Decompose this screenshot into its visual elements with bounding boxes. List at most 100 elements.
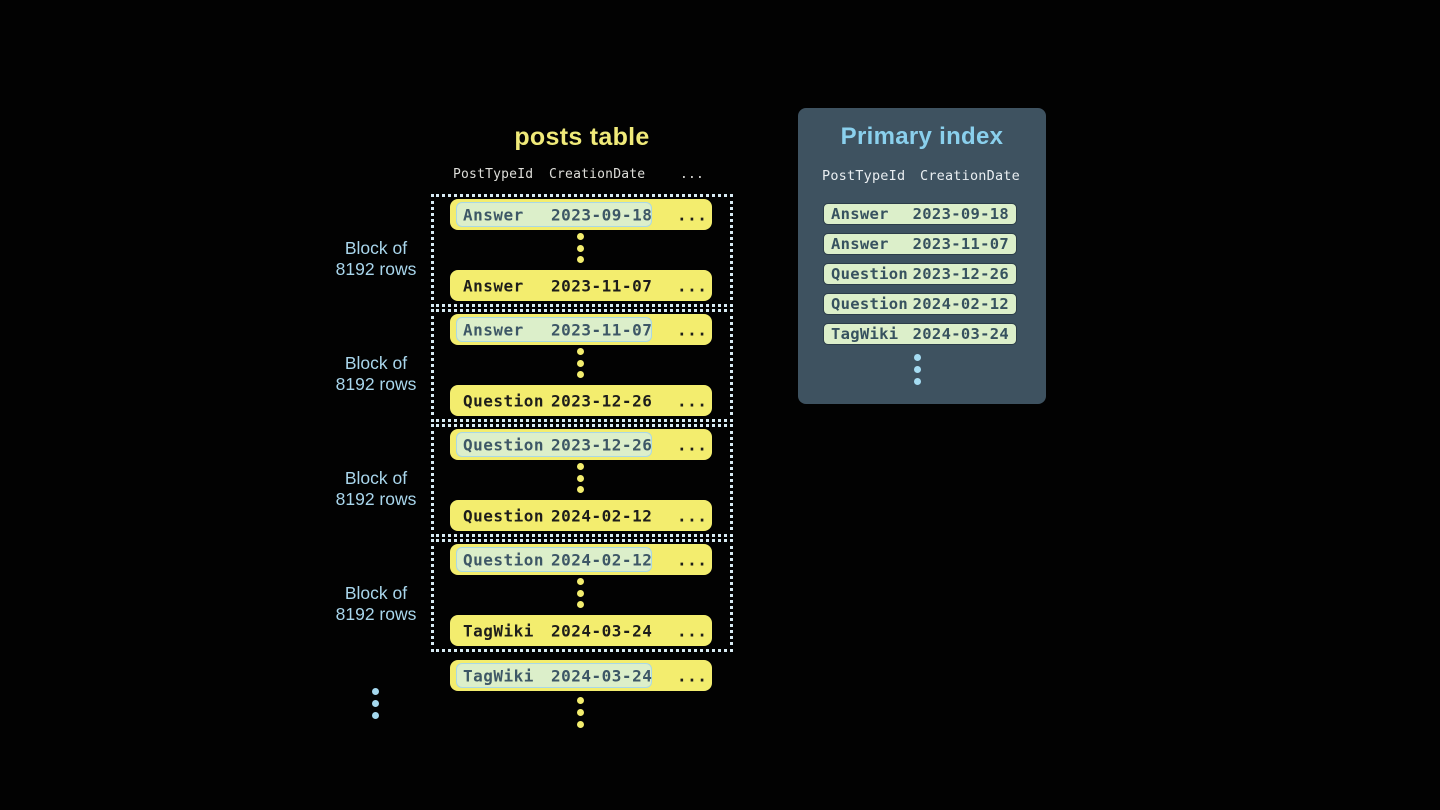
dot [577, 721, 584, 728]
row-post-type: Answer [463, 205, 524, 224]
row-ellipsis: ... [677, 391, 708, 410]
row-creation-date: 2024-02-12 [912, 295, 1009, 313]
table-row-overflow: TagWiki 2024-03-24 ... [450, 660, 712, 691]
row-post-type: Question [463, 506, 545, 525]
column-header-posttypeid: PostTypeId [822, 168, 906, 184]
index-row: Answer 2023-09-18 [823, 203, 1017, 225]
row-creation-date: 2023-12-26 [551, 435, 653, 454]
omitted-rows-dots [577, 463, 584, 493]
more-blocks-dots [372, 688, 379, 719]
row-creation-date: 2023-11-07 [551, 276, 653, 295]
column-header-creationdate: CreationDate [549, 167, 646, 182]
block-label-line1: Block of [344, 468, 408, 488]
column-header-posttypeid: PostTypeId [453, 167, 534, 182]
index-entry-highlight [456, 202, 652, 227]
index-row: TagWiki 2024-03-24 [823, 323, 1017, 345]
index-row: Question 2024-02-12 [823, 293, 1017, 315]
block-label-1: Block of 8192 rows [296, 238, 456, 280]
block-label-line1: Block of [344, 583, 408, 603]
table-row: Answer 2023-09-18 ... [450, 199, 712, 230]
block-label-line1: Block of [344, 238, 408, 258]
index-entry-highlight [456, 317, 652, 342]
dot [577, 486, 584, 493]
omitted-rows-dots [577, 233, 584, 263]
row-block-1: Answer 2023-09-18 ... Answer 2023-11-07 … [431, 194, 733, 307]
dot [577, 589, 584, 597]
primary-index-title: Primary index [840, 123, 1004, 150]
dot [914, 366, 921, 373]
dot [577, 244, 584, 252]
block-label-line1: Block of [344, 353, 408, 373]
row-ellipsis: ... [677, 320, 708, 339]
index-entry-highlight [456, 547, 652, 572]
posts-table-title: posts table [514, 123, 650, 151]
row-block-4: Question 2024-02-12 ... TagWiki 2024-03-… [431, 539, 733, 652]
table-row: Answer 2023-11-07 ... [450, 270, 712, 301]
row-ellipsis: ... [677, 506, 708, 525]
row-creation-date: 2024-03-24 [551, 666, 653, 685]
dot [577, 256, 584, 263]
index-row: Answer 2023-11-07 [823, 233, 1017, 255]
row-ellipsis: ... [677, 435, 708, 454]
index-entry-highlight [456, 432, 652, 457]
dot [577, 697, 584, 704]
more-index-entries-dots [914, 354, 921, 385]
table-row: Answer 2023-11-07 ... [450, 314, 712, 345]
row-post-type: Answer [463, 320, 524, 339]
row-post-type: TagWiki [463, 666, 534, 685]
row-post-type: Question [463, 550, 545, 569]
row-creation-date: 2023-09-18 [551, 205, 653, 224]
dot [577, 359, 584, 367]
block-label-line2: 8192 rows [335, 489, 417, 509]
row-ellipsis: ... [677, 276, 708, 295]
table-row: Question 2023-12-26 ... [450, 429, 712, 460]
row-post-type: Question [831, 295, 909, 313]
more-rows-dots [577, 697, 584, 728]
dot [577, 601, 584, 608]
dot [577, 578, 584, 585]
omitted-rows-dots [577, 578, 584, 608]
block-label-line2: 8192 rows [335, 374, 417, 394]
dot [372, 712, 379, 719]
dot [372, 688, 379, 695]
table-row: Question 2024-02-12 ... [450, 544, 712, 575]
row-post-type: TagWiki [463, 621, 534, 640]
table-row: Question 2023-12-26 ... [450, 385, 712, 416]
omitted-rows-dots [577, 348, 584, 378]
dot [577, 463, 584, 470]
row-post-type: Answer [463, 276, 524, 295]
block-label-line2: 8192 rows [335, 604, 417, 624]
dot [577, 371, 584, 378]
row-post-type: TagWiki [831, 325, 899, 343]
row-ellipsis: ... [677, 621, 708, 640]
row-ellipsis: ... [677, 666, 708, 685]
row-ellipsis: ... [677, 205, 708, 224]
column-header-ellipsis: ... [680, 167, 705, 182]
block-label-3: Block of 8192 rows [296, 468, 456, 510]
table-row: Question 2024-02-12 ... [450, 500, 712, 531]
row-post-type: Question [831, 265, 909, 283]
row-creation-date: 2023-11-07 [912, 235, 1009, 253]
column-header-creationdate: CreationDate [920, 168, 1020, 184]
row-creation-date: 2023-12-26 [551, 391, 653, 410]
block-label-2: Block of 8192 rows [296, 353, 456, 395]
row-block-3: Question 2023-12-26 ... Question 2024-02… [431, 424, 733, 537]
table-row: TagWiki 2024-03-24 ... [450, 615, 712, 646]
index-row: Question 2023-12-26 [823, 263, 1017, 285]
row-creation-date: 2024-03-24 [551, 621, 653, 640]
row-post-type: Question [463, 435, 545, 454]
dot [577, 474, 584, 482]
dot [372, 700, 379, 707]
row-block-2: Answer 2023-11-07 ... Question 2023-12-2… [431, 309, 733, 422]
index-entry-highlight [456, 663, 652, 688]
row-creation-date: 2023-11-07 [551, 320, 653, 339]
row-ellipsis: ... [677, 550, 708, 569]
dot [577, 233, 584, 240]
row-post-type: Question [463, 391, 545, 410]
dot [914, 354, 921, 361]
row-post-type: Answer [831, 205, 889, 223]
block-label-line2: 8192 rows [335, 259, 417, 279]
dot [914, 378, 921, 385]
dot [577, 709, 584, 716]
